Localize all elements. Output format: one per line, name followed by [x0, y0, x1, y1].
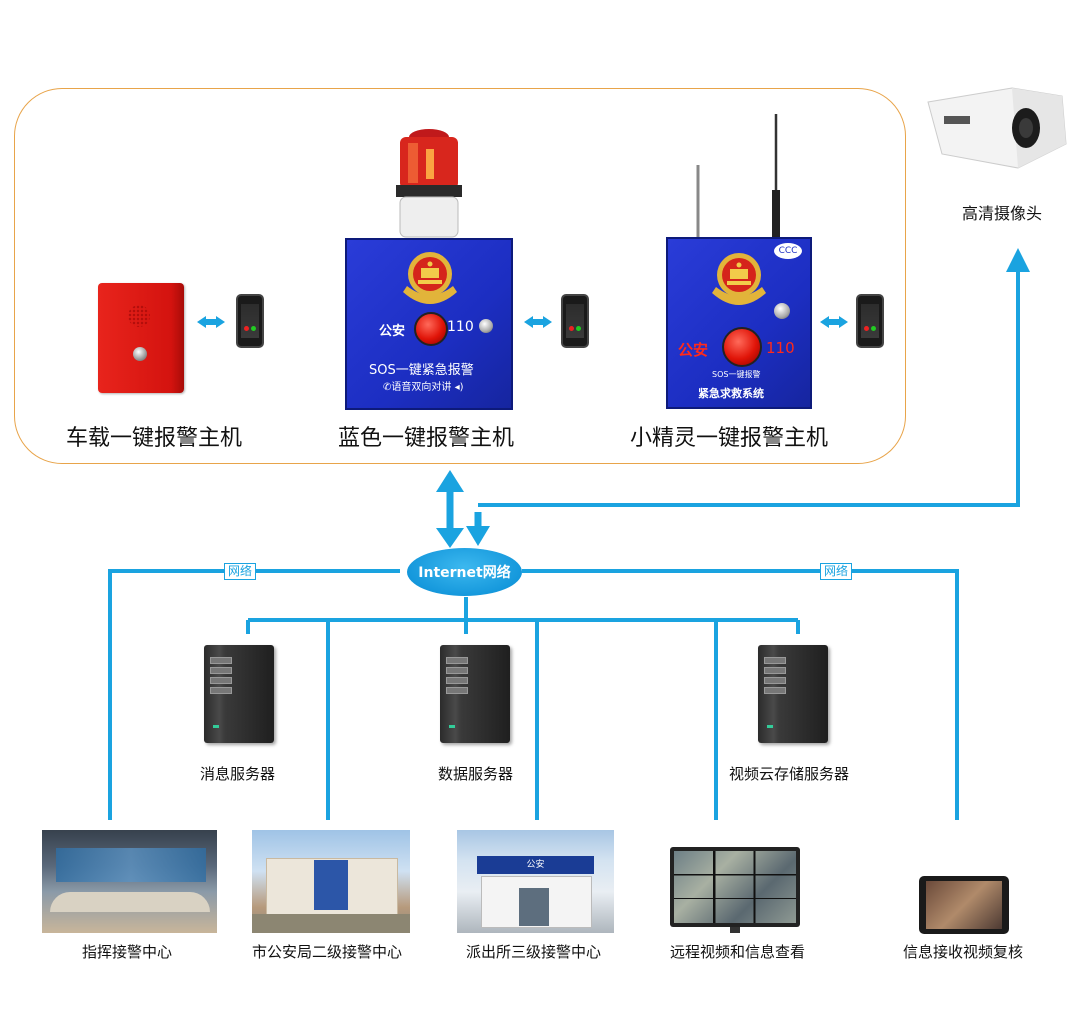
camera-label: 高清摄像头	[962, 204, 1043, 223]
police-emblem-icon	[712, 253, 766, 305]
police-emblem-icon	[403, 252, 457, 304]
data-server-icon	[440, 645, 510, 743]
video-storage-server-icon	[758, 645, 828, 743]
panel-sos-text: SOS一键报警	[712, 370, 761, 379]
internet-cloud: Internet网络	[407, 548, 522, 596]
server-label-video: 视频云存储服务器	[729, 765, 850, 783]
uplink-arrow-top	[436, 470, 464, 492]
antenna-icon	[696, 114, 780, 238]
panel-sos-text: SOS一键紧急报警	[369, 363, 474, 378]
panel-police-text: 公安	[678, 341, 709, 359]
phone-icon	[236, 294, 264, 348]
panel-police-text: 公安	[379, 324, 406, 339]
downlink-arrow-bottom	[466, 526, 490, 546]
hd-camera-icon	[927, 87, 1067, 169]
link-left-wire	[108, 569, 400, 820]
vehicle-alarm-label: 车载一键报警主机	[66, 426, 243, 451]
panel-alarm-button	[722, 327, 762, 367]
endpoint-label-station: 派出所三级接警中心	[466, 943, 602, 961]
phone-icon	[856, 294, 884, 348]
endpoint-label-tablet: 信息接收视频复核	[903, 943, 1024, 961]
panel-voice-line: ✆语音双向对讲 ◂)	[383, 378, 464, 393]
key-switch-icon	[774, 303, 790, 319]
strobe-light-icon	[396, 125, 462, 245]
message-server-icon	[204, 645, 274, 743]
handset-icon: ✆	[383, 382, 392, 393]
monitor-stand-icon	[730, 927, 740, 933]
blue-alarm-label: 蓝色一键报警主机	[338, 426, 515, 451]
ccc-mark: CCC	[774, 243, 802, 259]
alarm-button-icon	[133, 347, 147, 361]
volume-icon: ◂)	[451, 382, 464, 393]
sprite-alarm-device: CCC 公安 110 SOS一键报警 紧急求救系统	[666, 237, 812, 409]
blue-alarm-device: 公安 110 SOS一键紧急报警 ✆语音双向对讲 ◂)	[345, 238, 513, 410]
phone-icon	[561, 294, 589, 348]
vehicle-alarm-device	[98, 283, 184, 393]
key-switch-icon	[479, 319, 493, 333]
panel-voice-text: 语音双向对讲	[391, 382, 452, 393]
remote-monitor-icon	[670, 847, 800, 927]
command-center-photo	[42, 830, 217, 933]
link-right-wire	[522, 569, 959, 820]
endpoint-label-remote: 远程视频和信息查看	[670, 943, 806, 961]
sprite-alarm-label: 小精灵一键报警主机	[630, 426, 829, 451]
link-left-tag: 网络	[224, 563, 257, 580]
panel-number-text: 110	[447, 319, 474, 335]
server-label-message: 消息服务器	[200, 765, 276, 783]
station-sign: 公安	[477, 856, 594, 874]
panel-number-text: 110	[766, 339, 795, 357]
camera-arrow	[1006, 248, 1030, 272]
alarm-devices-frame	[14, 88, 906, 464]
endpoint-label-city: 市公安局二级接警中心	[252, 943, 403, 961]
camera-link-wire	[478, 270, 1020, 507]
server-label-data: 数据服务器	[438, 765, 514, 783]
endpoint-label-command: 指挥接警中心	[82, 943, 173, 961]
panel-system-text: 紧急求救系统	[698, 387, 764, 400]
police-station-photo: 公安	[457, 830, 614, 933]
panel-alarm-button	[414, 312, 448, 346]
speaker-grille-icon	[128, 305, 150, 327]
tablet-icon	[919, 876, 1009, 934]
city-police-photo	[252, 830, 410, 933]
link-right-tag: 网络	[820, 563, 853, 580]
uplink-arrow-bottom	[436, 528, 464, 548]
